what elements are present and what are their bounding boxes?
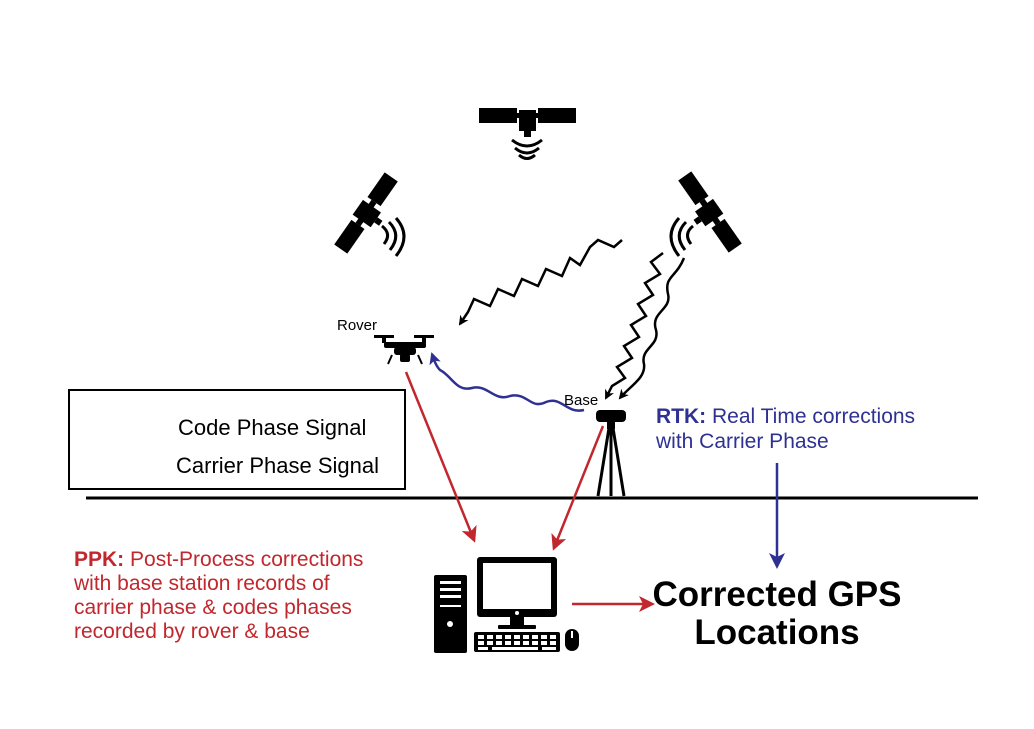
ppk-line1-text: Post-Process corrections (124, 548, 364, 571)
ppk-description-line4: recorded by rover & base (74, 620, 310, 643)
rtk-line1-text: Real Time corrections (706, 405, 916, 428)
ppk-arrow-rover-to-computer (404, 371, 477, 543)
satellite-top-icon (479, 108, 576, 160)
carrier-signal-to-base (618, 257, 686, 400)
legend-box: Code Phase Signal Carrier Phase Signal (68, 389, 406, 490)
legend-carrier-phase-label: Carrier Phase Signal (176, 453, 379, 478)
ppk-description-line1: PPK: Post-Process corrections (74, 549, 363, 571)
rover-drone-icon (374, 335, 434, 365)
ppk-prefix: PPK: (74, 548, 125, 571)
satellite-left-icon (334, 172, 398, 254)
rtk-carrier-to-rover (429, 352, 585, 412)
satellite-right-icon (678, 171, 742, 253)
result-line1: Corrected GPS (652, 575, 902, 614)
satellite-left-signal-icon (381, 217, 406, 257)
rtk-description-line2: with Carrier Phase (656, 430, 829, 453)
legend-code-phase-label: Code Phase Signal (178, 415, 367, 440)
satellite-right-signal-icon (669, 217, 694, 257)
code-signal-to-base (604, 252, 664, 400)
computer-icon (434, 557, 579, 653)
rover-label: Rover (337, 317, 378, 334)
rtk-description-line1: RTK: Real Time corrections (656, 406, 915, 428)
code-signal-to-rover (458, 238, 623, 326)
result-line2: Locations (694, 613, 860, 652)
ppk-arrow-base-to-computer (551, 425, 605, 551)
base-label: Base (564, 392, 599, 409)
ppk-description-line3: carrier phase & codes phases (74, 596, 352, 619)
rtk-prefix: RTK: (656, 405, 707, 428)
ppk-description-line2: with base station records of (74, 572, 330, 595)
base-station-icon (596, 410, 626, 497)
